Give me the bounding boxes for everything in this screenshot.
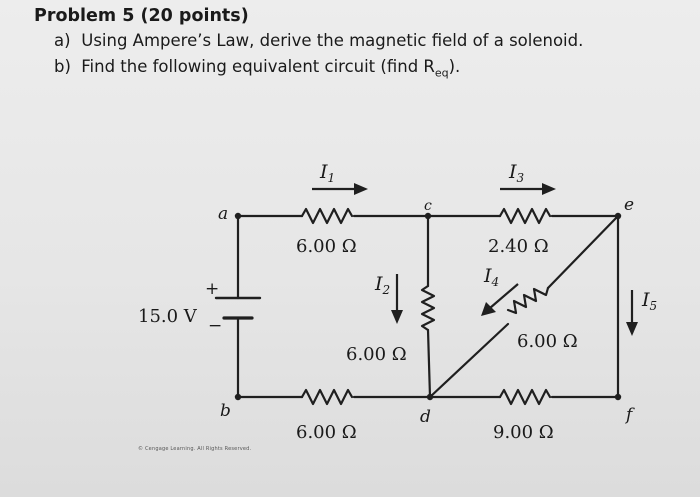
resistor-diagonal-zigzag [506, 286, 550, 315]
wire-diagonal-upper [546, 214, 620, 290]
current-i5-arrow [626, 290, 638, 336]
wire-middle-lower [426, 328, 432, 399]
current-i5-letter: I [641, 289, 650, 311]
current-i3-label: I3 [508, 161, 525, 185]
problem-statement: Problem 5 (20 points) a) Using Ampere’s … [34, 4, 694, 86]
battery-symbol [214, 296, 262, 320]
resistor-top-right-label: 2.40 Ω [488, 236, 549, 257]
resistor-top-right-zigzag [498, 207, 552, 225]
problem-title: Problem 5 (20 points) [34, 6, 249, 26]
battery-plus-label: + [205, 279, 219, 299]
current-i2-label: I2 [374, 273, 390, 297]
resistor-bottom-right-label: 9.00 Ω [493, 422, 554, 443]
resistor-bottom-left-zigzag [300, 388, 354, 406]
current-i4-arrow [481, 283, 519, 316]
wire-diagonal-lower [428, 322, 510, 399]
current-i1-letter: I [319, 161, 328, 183]
resistor-middle-label: 6.00 Ω [346, 344, 407, 365]
part-a: a) Using Ampere’s Law, derive the magnet… [54, 28, 694, 54]
resistor-top-left-zigzag [300, 207, 354, 225]
node-e-label: e [624, 195, 634, 215]
current-i1-arrow [312, 183, 368, 195]
current-i2-letter: I [374, 273, 383, 295]
current-i4-letter: I [483, 265, 492, 287]
part-b-label: b) [54, 57, 71, 76]
node-c-dot [424, 212, 432, 220]
resistor-top-left-label: 6.00 Ω [296, 236, 357, 257]
current-i1-label: I1 [319, 161, 335, 185]
current-i4-sub: 4 [491, 275, 500, 289]
part-b: b) Find the following equivalent circuit… [54, 54, 694, 86]
part-b-text-post: ). [448, 57, 461, 76]
battery-voltage-label: 15.0 V [138, 306, 198, 327]
resistor-bottom-left-label: 6.00 Ω [296, 422, 357, 443]
node-a-label: a [218, 204, 228, 224]
node-d-label: d [420, 407, 431, 427]
resistor-middle-zigzag [420, 284, 436, 332]
current-i5-label: I5 [641, 289, 657, 313]
node-b-label: b [220, 401, 231, 421]
resistor-diagonal-label: 6.00 Ω [517, 331, 578, 352]
current-i1-sub: 1 [328, 171, 336, 185]
node-b-dot [234, 393, 242, 401]
node-a-dot [234, 212, 242, 220]
current-i3-arrow [500, 183, 556, 195]
part-b-text-pre: Find the following equivalent circuit (f… [81, 57, 435, 76]
copyright-credit: © Cengage Learning. All Rights Reserved. [138, 446, 252, 452]
node-e-dot [614, 212, 622, 220]
node-c-label: c [424, 198, 432, 214]
node-f-label: f [624, 405, 635, 425]
current-i2-arrow [391, 274, 403, 324]
part-a-text: Using Ampere’s Law, derive the magnetic … [81, 31, 584, 50]
current-i3-letter: I [508, 161, 517, 183]
current-i3-sub: 3 [517, 171, 525, 185]
current-i4-label: I4 [483, 265, 499, 289]
resistor-bottom-right-zigzag [498, 388, 552, 406]
node-d-dot [426, 393, 434, 401]
part-a-label: a) [54, 31, 71, 50]
current-i5-sub: 5 [650, 299, 658, 313]
part-b-subscript: eq [434, 66, 449, 80]
current-i2-sub: 2 [382, 283, 391, 297]
battery-minus-label: − [208, 316, 222, 336]
node-f-dot [614, 393, 622, 401]
